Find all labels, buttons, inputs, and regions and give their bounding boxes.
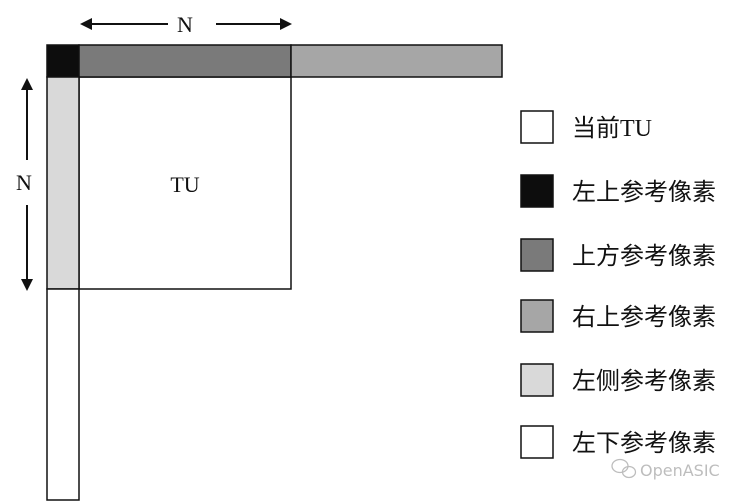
legend-swatch-top-right xyxy=(520,299,554,333)
top-left-reference-block xyxy=(46,44,80,78)
tu-label: TU xyxy=(170,172,199,197)
current-tu-block xyxy=(78,76,292,290)
legend-label-top-right: 右上参考像素 xyxy=(572,304,716,331)
legend-item-left: 左侧参考像素 xyxy=(520,363,716,397)
top-right-reference-block xyxy=(290,44,503,78)
legend-label-top-left: 左上参考像素 xyxy=(572,179,716,206)
legend-item-bottom-left: 左下参考像素 xyxy=(520,425,716,459)
legend-label-bottom-left: 左下参考像素 xyxy=(572,430,716,457)
legend-label-left: 左侧参考像素 xyxy=(572,368,716,395)
bottom-left-reference-block xyxy=(46,288,80,501)
legend-swatch-bottom-left xyxy=(520,425,554,459)
legend-swatch-top-left xyxy=(520,174,554,208)
legend-swatch-top xyxy=(520,238,554,272)
watermark: OpenASIC xyxy=(611,458,720,480)
wechat-icon xyxy=(611,458,637,479)
legend-item-current-tu: 当前TU xyxy=(520,110,652,144)
left-reference-block xyxy=(46,76,80,290)
left-dimension-label: N xyxy=(16,170,32,195)
legend-item-top: 上方参考像素 xyxy=(520,238,716,272)
top-reference-block xyxy=(78,44,292,78)
legend-item-top-right: 右上参考像素 xyxy=(520,299,716,333)
legend-swatch-left xyxy=(520,363,554,397)
legend-label-current-tu: 当前TU xyxy=(572,115,652,142)
legend-swatch-current-tu xyxy=(520,110,554,144)
watermark-text: OpenASIC xyxy=(640,461,720,480)
top-dimension-label: N xyxy=(177,12,193,37)
legend-item-top-left: 左上参考像素 xyxy=(520,174,716,208)
legend-label-top: 上方参考像素 xyxy=(572,243,716,270)
legend: 当前TU 左上参考像素 上方参考像素 右上参考像素 左侧参考像素 左下参考像素 xyxy=(520,110,716,459)
